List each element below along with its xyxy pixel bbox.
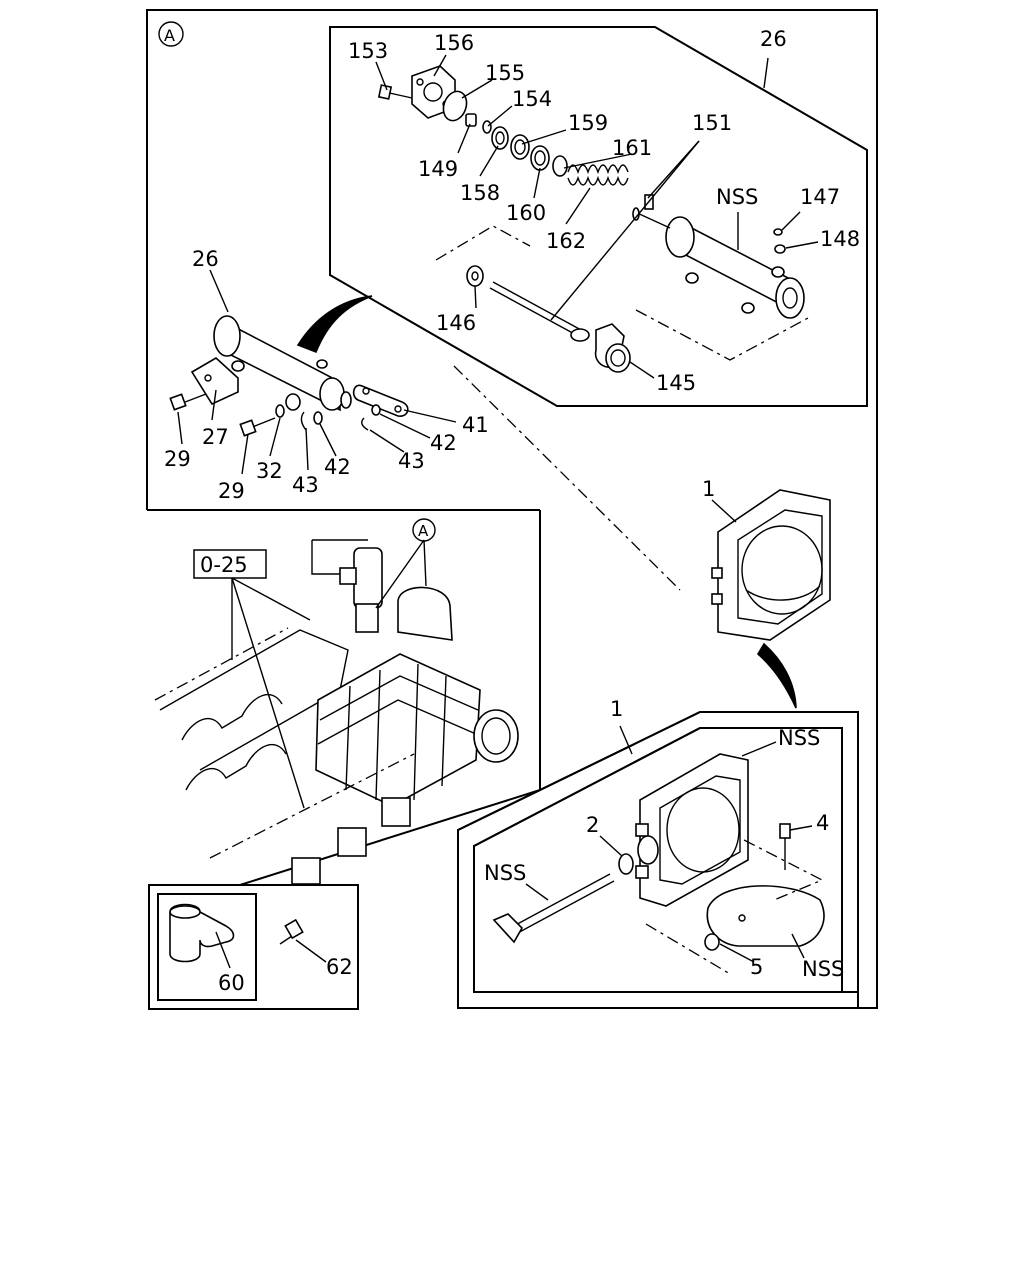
- label-158: 158: [460, 181, 500, 205]
- leader-lines: [177, 54, 819, 969]
- label-155: 155: [485, 61, 525, 85]
- label-1-top: 1: [702, 477, 715, 501]
- frames: [146, 9, 878, 1010]
- cylinder-assembly-view: [169, 295, 409, 437]
- label-32: 32: [256, 459, 283, 483]
- label-1-bottom: 1: [610, 697, 623, 721]
- label-153: 153: [348, 39, 388, 63]
- label-nss-shaft: NSS: [484, 861, 526, 885]
- label-62: 62: [326, 955, 353, 979]
- cylinder-exploded-frame: [329, 26, 868, 407]
- part-labels: 153 156 155 154 159 151 149 161 158 160 …: [164, 27, 860, 995]
- label-nss-valve: NSS: [802, 957, 844, 981]
- valve-body-view: [453, 365, 831, 709]
- valve-exploded-view: [492, 753, 825, 975]
- label-42-a: 42: [324, 455, 351, 479]
- label-162: 162: [546, 229, 586, 253]
- label-27: 27: [202, 425, 229, 449]
- bracket-frame: [148, 884, 359, 1010]
- label-nss-body: NSS: [778, 726, 820, 750]
- label-151: 151: [692, 111, 732, 135]
- label-29-b: 29: [218, 479, 245, 503]
- label-148: 148: [820, 227, 860, 251]
- svg-text:A: A: [418, 522, 429, 540]
- bracket-view: [169, 903, 304, 963]
- label-159: 159: [568, 111, 608, 135]
- view-marker-top: A: [158, 21, 184, 47]
- label-2: 2: [586, 813, 599, 837]
- label-43-a: 43: [292, 473, 319, 497]
- label-26-top: 26: [760, 27, 787, 51]
- svg-text:A: A: [164, 26, 175, 45]
- label-42-b: 42: [430, 431, 457, 455]
- label-4: 4: [816, 811, 829, 835]
- reference-label: 0-25: [200, 553, 248, 577]
- view-marker-engine: A: [412, 518, 436, 542]
- label-41: 41: [462, 413, 489, 437]
- label-5: 5: [750, 955, 763, 979]
- reference-box: 0-25: [193, 549, 267, 579]
- label-146: 146: [436, 311, 476, 335]
- label-156: 156: [434, 31, 474, 55]
- valve-exploded-frame: [457, 711, 859, 1009]
- label-147: 147: [800, 185, 840, 209]
- cylinder-exploded-view: [377, 65, 809, 373]
- engine-view: [154, 539, 519, 885]
- label-26-left: 26: [192, 247, 219, 271]
- label-60: 60: [218, 971, 245, 995]
- label-160: 160: [506, 201, 546, 225]
- label-154: 154: [512, 87, 552, 111]
- label-nss-cylinder: NSS: [716, 185, 758, 209]
- label-149: 149: [418, 157, 458, 181]
- label-161: 161: [612, 136, 652, 160]
- label-29-a: 29: [164, 447, 191, 471]
- label-145: 145: [656, 371, 696, 395]
- label-43-b: 43: [398, 449, 425, 473]
